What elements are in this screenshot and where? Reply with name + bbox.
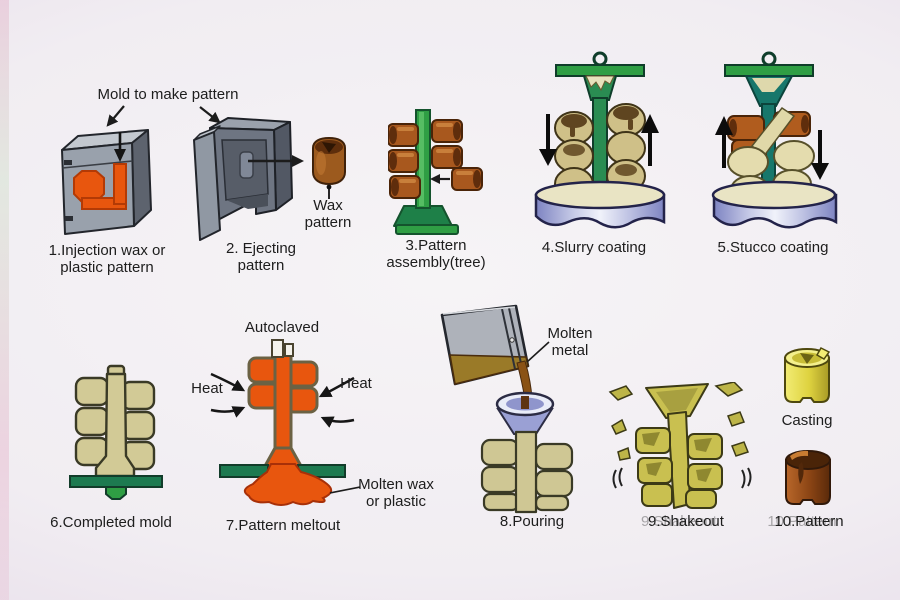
- background-edge-tint: [0, 0, 9, 600]
- step9-label: 9.Shakeout: [648, 513, 724, 530]
- pour-funnel: [495, 391, 555, 435]
- step4-slurry-coating-graphic: [530, 50, 670, 242]
- step10-label: 10.Pattern: [774, 513, 844, 530]
- step3-pattern-tree-graphic: [388, 106, 488, 236]
- step1-label-line2: plastic pattern: [60, 258, 154, 276]
- autoclaved-label: Autoclaved: [244, 319, 320, 336]
- wax-pattern-label-line2: pattern: [304, 213, 352, 231]
- heat-right-label: Heat: [340, 375, 372, 392]
- step3-label-line1: 3.Pattern: [405, 237, 467, 254]
- mold-note-arrows-icon: [100, 104, 230, 134]
- molten-wax-label-line2: or plastic: [365, 492, 427, 510]
- step3-label: 3.Pattern assembly(tree): [386, 237, 486, 272]
- down-arrow-icon: [114, 132, 126, 162]
- wax-pattern-label-line1: Wax: [313, 197, 343, 214]
- shell-fragments: [608, 382, 749, 461]
- molten-metal-pointer-line: [524, 340, 552, 366]
- molten-metal-label-line1: Molten: [547, 325, 593, 342]
- step2-label-line2: pattern: [237, 256, 285, 274]
- molten-metal-label-line2: metal: [551, 341, 589, 359]
- step1-injection-mold-graphic: [58, 126, 158, 240]
- step3-label-line2: assembly(tree): [386, 253, 486, 271]
- molten-wax-label: Molten wax or plastic: [358, 476, 434, 511]
- attach-arrow-icon: [430, 174, 450, 184]
- wax-cylinders: [388, 119, 483, 199]
- step6-label: 6.Completed mold: [50, 514, 172, 531]
- vibration-marks: [612, 467, 752, 489]
- wax-pattern-graphic: [308, 136, 350, 200]
- step9-shakeout-graphic: [608, 382, 754, 512]
- right-arrow-icon: [248, 155, 304, 167]
- heat-arrows-icon: [210, 372, 355, 428]
- slurry-coated-patterns: [554, 103, 646, 201]
- step2-label: 2. Ejecting pattern: [225, 240, 297, 275]
- mold-note-label: Mold to make pattern: [97, 86, 239, 103]
- step7-label: 7.Pattern meltout: [225, 517, 341, 534]
- lift-up-arrow-icon: [641, 114, 659, 166]
- ceramic-mold: [480, 430, 574, 514]
- step4-label: 4.Slurry coating: [541, 239, 647, 256]
- step2-ejecting-mold-graphic: [192, 114, 310, 244]
- molten-wax-pointer-line: [330, 484, 360, 496]
- casting-graphic: [780, 346, 834, 408]
- lift-up-arrow-icon: [715, 116, 733, 168]
- pattern10-graphic: [782, 448, 834, 508]
- dip-down-arrow-icon: [539, 114, 557, 166]
- step1-label-line1: 1.Injection wax or: [48, 242, 166, 259]
- wax-pattern-label: Wax pattern: [304, 197, 352, 232]
- step6-completed-mold-graphic: [66, 364, 166, 514]
- casting-label: Casting: [781, 412, 833, 429]
- step5-label: 5.Stucco coating: [717, 239, 829, 256]
- step5-stucco-coating-graphic: [708, 50, 848, 242]
- heat-left-label: Heat: [191, 380, 223, 397]
- step7-meltout-graphic: [205, 338, 360, 508]
- step1-label: 1.Injection wax or plastic pattern: [48, 242, 166, 277]
- molten-wax-pool: [243, 463, 333, 506]
- step2-label-line1: 2. Ejecting: [225, 240, 297, 257]
- step8-label: 8.Pouring: [499, 513, 565, 530]
- molten-wax-label-line1: Molten wax: [358, 476, 434, 493]
- dip-down-arrow-icon: [811, 130, 829, 180]
- molten-metal-label: Molten metal: [547, 325, 593, 360]
- pouring-ladle: [440, 304, 530, 386]
- step8-pouring-graphic: [436, 304, 578, 516]
